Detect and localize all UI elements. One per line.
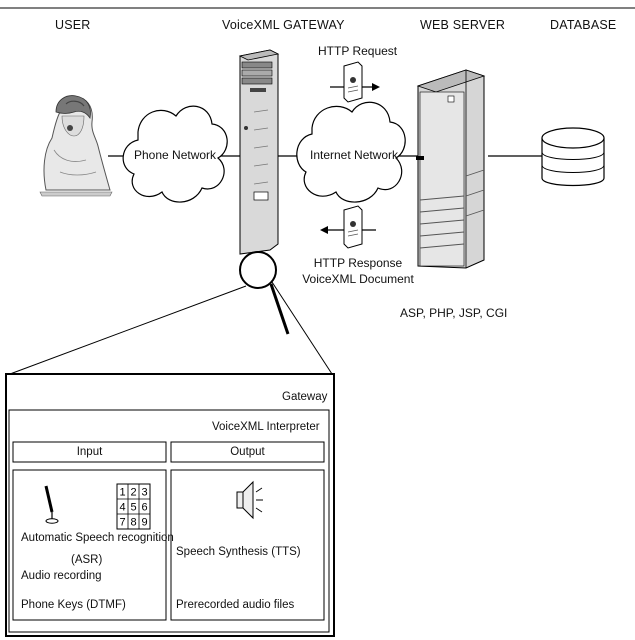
zoom-line-left (9, 285, 247, 375)
asr-label: Automatic Speech recognition (21, 532, 174, 544)
header-gateway: VoiceXML GATEWAY (222, 18, 345, 32)
response-document-icon (343, 205, 363, 249)
output-content-box (170, 469, 325, 621)
keypad-digit: 6 (141, 502, 147, 514)
phone-network-label: Phone Network (134, 148, 217, 162)
request-arrowhead (372, 83, 380, 91)
input-header-box (12, 441, 167, 463)
phone-keys-label: Phone Keys (DTMF) (21, 599, 126, 611)
input-content-box (12, 469, 167, 621)
output-label: Output (230, 446, 265, 458)
prerecorded-label: Prerecorded audio files (176, 599, 295, 611)
keypad-digit: 7 (119, 517, 125, 529)
http-request-label: HTTP Request (318, 44, 398, 58)
server-technologies-label: ASP, PHP, JSP, CGI (400, 306, 508, 320)
keypad-digit: 3 (141, 487, 147, 499)
gateway-detail-box (5, 373, 335, 637)
zoom-line-right (271, 281, 333, 375)
speech-synthesis-label: Speech Synthesis (TTS) (176, 546, 301, 558)
speaker-icon (236, 480, 263, 520)
http-response-label: HTTP Response (313, 256, 403, 270)
input-label: Input (76, 446, 103, 458)
phone-network-cloud-icon (122, 105, 228, 203)
keypad-digit: 5 (130, 502, 136, 514)
keypad-digit: 4 (119, 502, 125, 514)
keypad-digit: 9 (141, 517, 147, 529)
interpreter-label: VoiceXML Interpreter (212, 421, 320, 433)
request-document-icon (343, 61, 363, 103)
magnifier-icon (239, 251, 290, 335)
gateway-tower-icon (238, 49, 280, 255)
header-user: USER (55, 18, 91, 32)
keypad-digit: 2 (130, 487, 136, 499)
keypad-digit: 1 (119, 487, 125, 499)
header-database: DATABASE (550, 18, 617, 32)
asr-abbrev-label: (ASR) (71, 554, 103, 566)
response-arrowhead (320, 226, 328, 234)
internet-cloud-icon (296, 101, 406, 203)
audio-recording-label: Audio recording (21, 570, 102, 582)
header-web-server: WEB SERVER (420, 18, 506, 32)
interpreter-box (8, 409, 330, 633)
output-header-box (170, 441, 325, 463)
internet-network-label: Internet Network (310, 148, 399, 162)
user-person-icon (39, 95, 113, 197)
gateway-label: Gateway (282, 391, 328, 403)
voicexml-document-label: VoiceXML Document (302, 272, 414, 286)
database-icon (541, 127, 605, 187)
microphone-icon (44, 485, 59, 524)
web-server-icon (416, 69, 486, 269)
keypad-digit: 8 (130, 517, 136, 529)
